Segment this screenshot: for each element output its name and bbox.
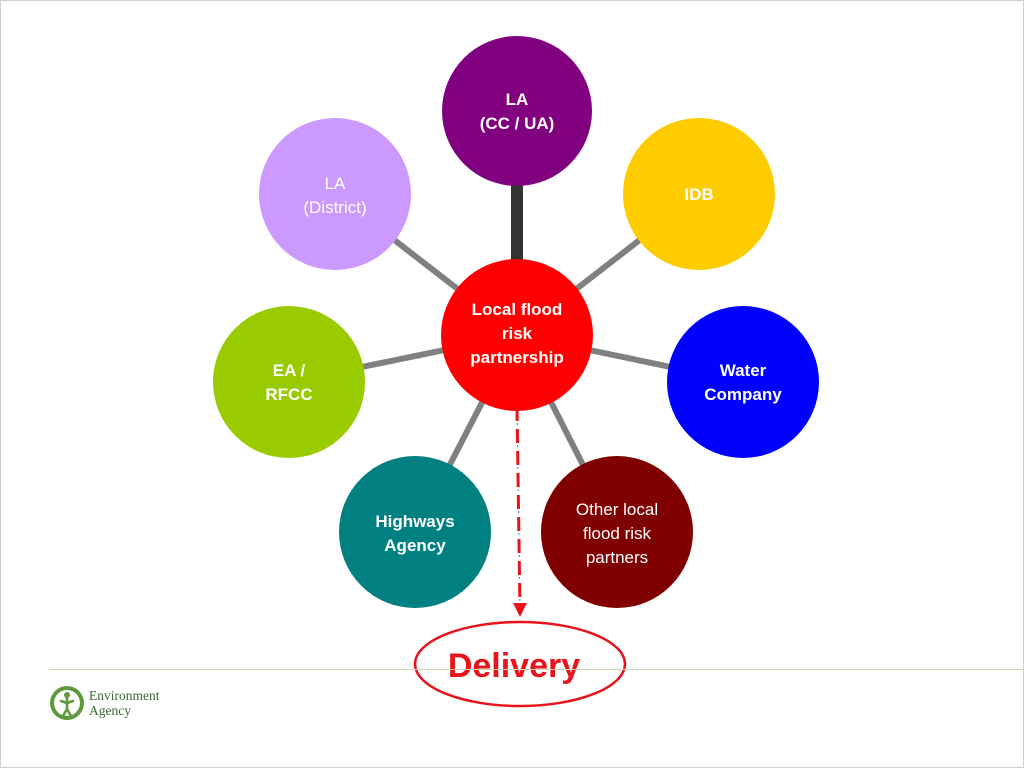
logo-text: Environment Agency <box>89 688 160 718</box>
delivery-node: Delivery <box>413 620 627 708</box>
node-ea-rfcc: EA / RFCC <box>213 306 365 458</box>
logo-line1: Environment <box>89 688 160 703</box>
figure-icon <box>50 686 84 720</box>
node-idb-line1: IDB <box>684 185 713 204</box>
node-ea-rfcc-line1: EA / <box>273 361 306 380</box>
node-ea-rfcc-line2: RFCC <box>265 385 312 404</box>
delivery-arrow <box>513 406 527 617</box>
node-other-line1: Other local <box>576 500 658 519</box>
delivery-label: Delivery <box>448 647 580 685</box>
node-la-district: LA (District) <box>259 118 411 270</box>
center-line2: risk <box>502 324 533 343</box>
arrowhead <box>513 603 527 617</box>
node-la-cc-ua-line1: LA <box>506 90 529 109</box>
node-highways-line2: Agency <box>384 536 446 555</box>
node-la-cc-ua: LA (CC / UA) <box>442 36 592 186</box>
logo-line2: Agency <box>89 703 131 718</box>
node-la-cc-ua-line2: (CC / UA) <box>480 114 555 133</box>
node-other: Other local flood risk partners <box>541 456 693 608</box>
node-water-line2: Company <box>704 385 782 404</box>
node-other-line3: partners <box>586 548 648 567</box>
node-water: Water Company <box>667 306 819 458</box>
footer-divider <box>49 669 1023 670</box>
node-idb: IDB <box>623 118 775 270</box>
center-line3: partnership <box>470 348 564 367</box>
center-line1: Local flood <box>472 300 563 319</box>
node-highways-line1: Highways <box>375 512 454 531</box>
node-la-district-line2: (District) <box>303 198 366 217</box>
node-highways: Highways Agency <box>339 456 491 608</box>
environment-agency-logo: Environment Agency <box>49 685 160 721</box>
node-other-line2: flood risk <box>583 524 652 543</box>
node-water-line1: Water <box>720 361 767 380</box>
node-center: Local flood risk partnership <box>441 259 593 411</box>
node-la-district-line1: LA <box>325 174 346 193</box>
